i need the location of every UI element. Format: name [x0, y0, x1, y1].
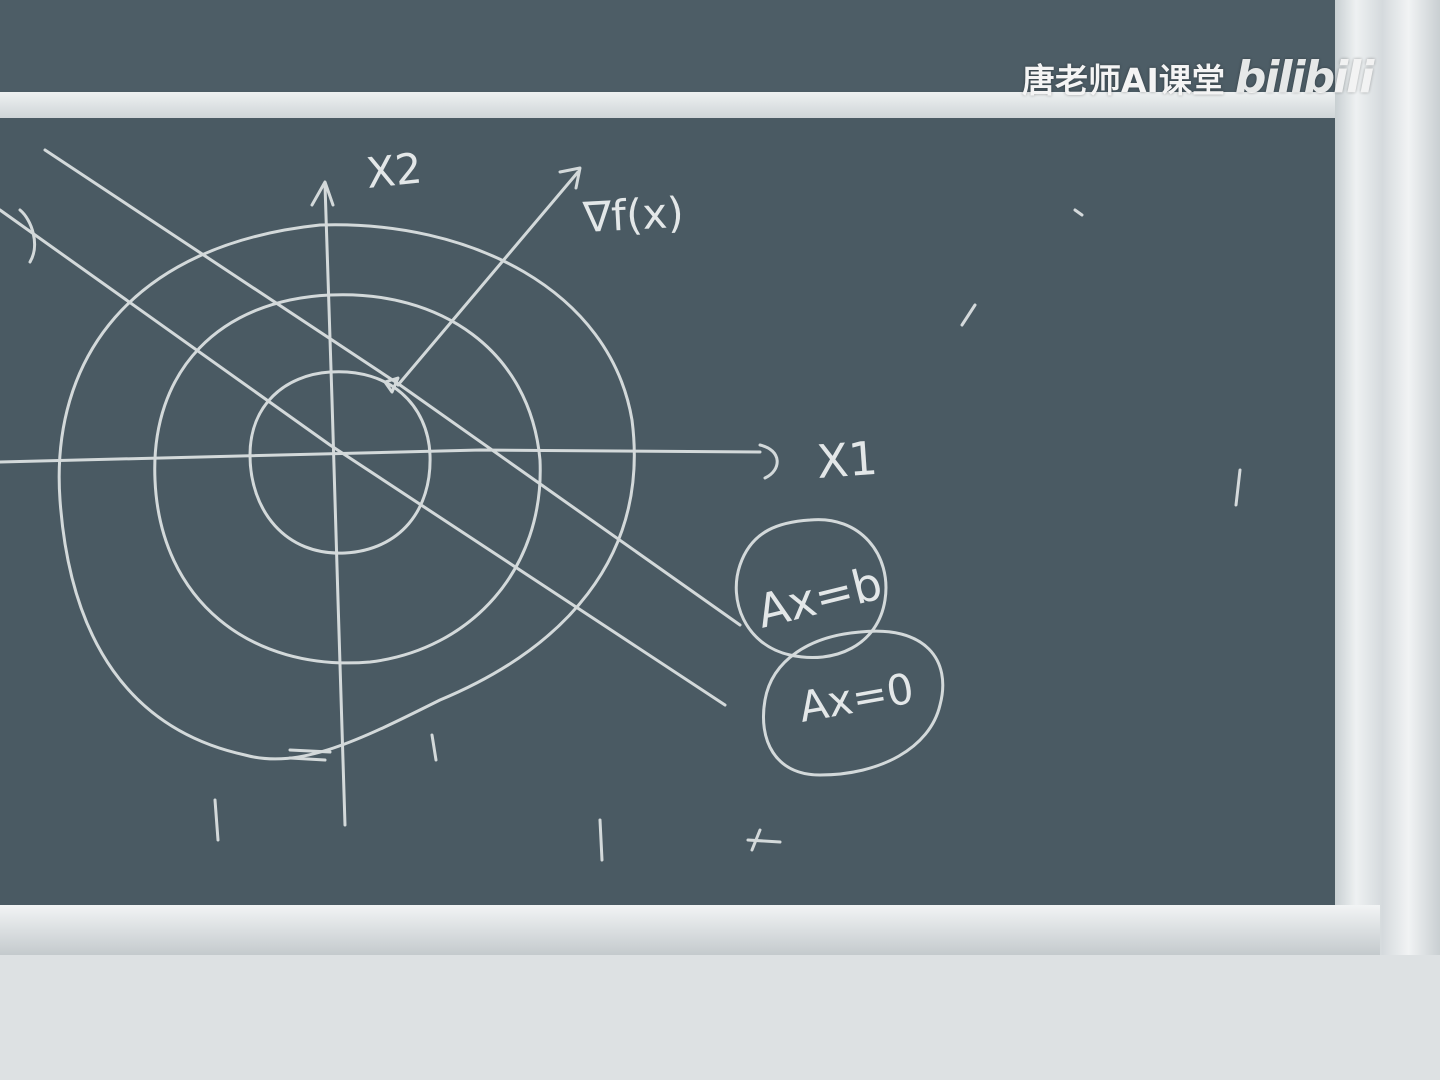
circle-ax-b	[734, 518, 888, 660]
constraint-line-upper	[43, 148, 742, 627]
gradient-label: ∇f(x)	[581, 188, 685, 242]
bilibili-logo: bilibili	[1234, 52, 1374, 103]
axis-x2-arrowhead	[310, 180, 335, 207]
axis-x1-arrowhead	[758, 443, 779, 480]
chalk-tray	[0, 905, 1380, 957]
axis-x2-label: X2	[364, 143, 424, 198]
contour-outer	[57, 223, 636, 761]
channel-name: 唐老师AI课堂	[1022, 60, 1225, 100]
circle-ax-0	[762, 629, 945, 777]
axis-x1-line	[0, 448, 762, 464]
board-divider-rail	[0, 92, 1360, 118]
contour-inner	[248, 370, 432, 555]
video-watermark: 唐老师AI课堂 bilibili	[1022, 52, 1374, 103]
null-space-equation: Ax=0	[795, 664, 917, 732]
main-chalkboard	[0, 118, 1345, 913]
wall-below-board	[0, 955, 1440, 1080]
board-frame-right	[1335, 0, 1440, 1080]
upper-chalkboard	[0, 0, 1360, 92]
tangent-point	[383, 376, 400, 394]
constraint-line-lower	[0, 208, 727, 707]
gradient-arrowhead	[558, 166, 582, 190]
gradient-arrow-line	[396, 170, 580, 387]
axis-x2-line	[323, 183, 347, 827]
constraint-equation: Ax=b	[752, 556, 888, 639]
contour-middle	[153, 293, 542, 665]
axis-x1-label: X1	[815, 431, 879, 489]
